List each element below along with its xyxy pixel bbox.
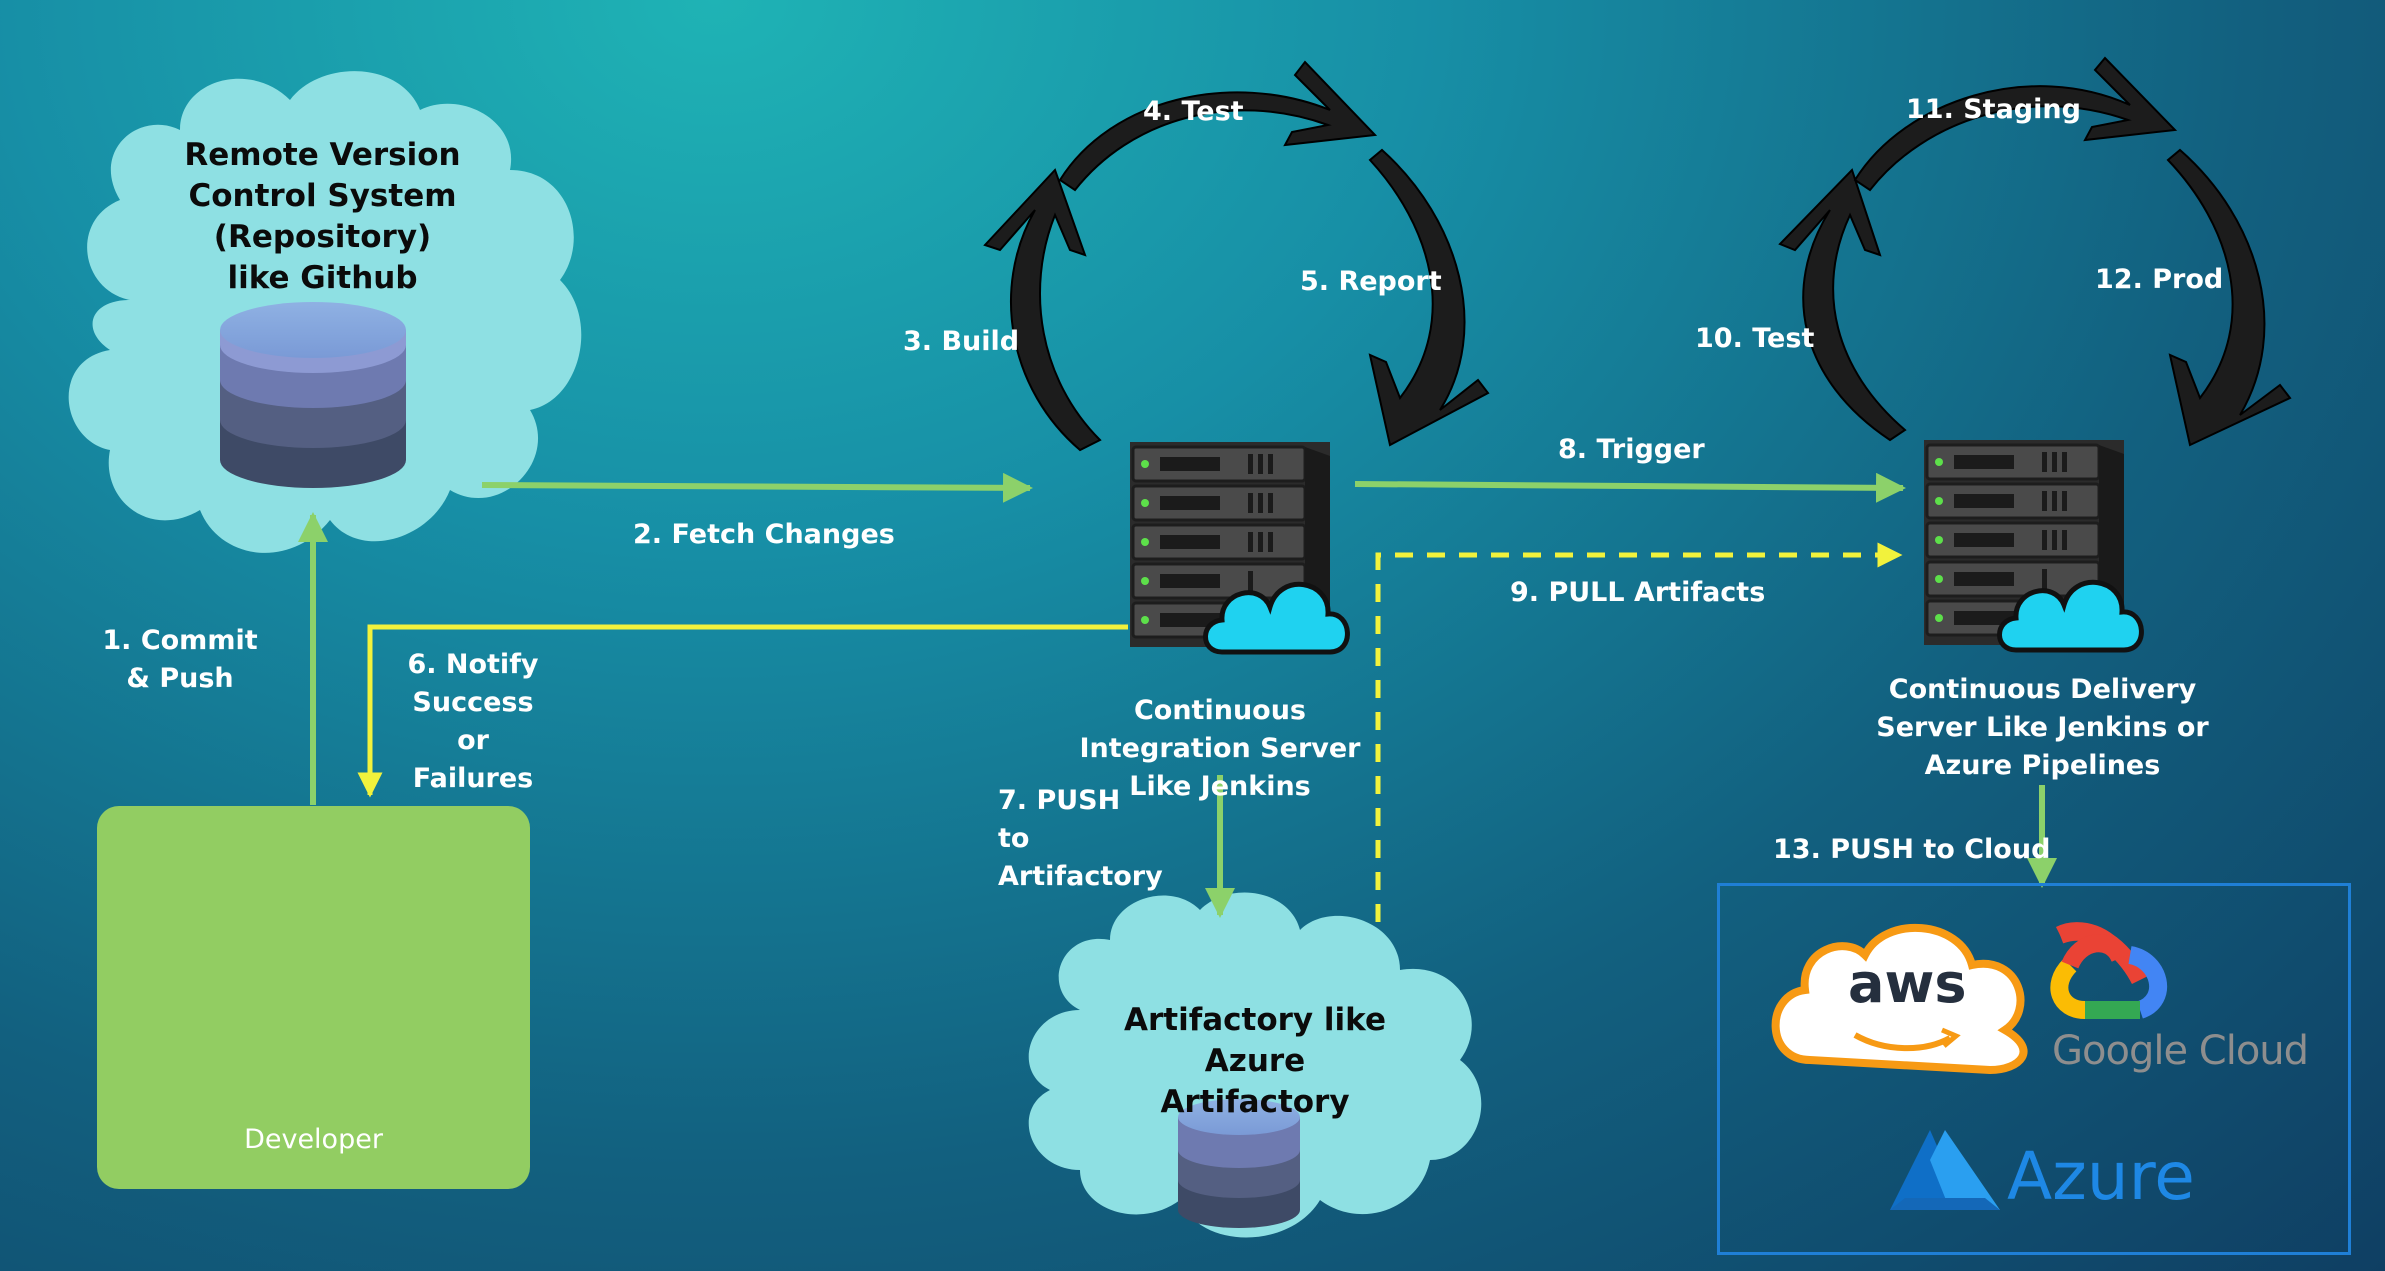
step-1-label: 1. Commit & Push: [102, 625, 258, 694]
step-10-label: 10. Test: [1695, 323, 1815, 354]
repo-title: Remote Version Control System (Repositor…: [184, 137, 461, 296]
azure-wordmark: Azure: [2007, 1138, 2195, 1215]
cloud-providers-box: [1717, 883, 2351, 1255]
ci-server-icon: [1130, 442, 1347, 652]
yellow-arrows: [357, 542, 1903, 922]
aws-logo-icon: [1771, 923, 2028, 1075]
artifactory-cloud: [1028, 892, 1482, 1238]
developer-card: Developer: [97, 806, 530, 1189]
step-6-label: 6. Notify Success or Failures: [407, 649, 539, 794]
artifactory-title: Artifactory like Azure Artifactory: [1124, 1002, 1386, 1120]
cd-cycle-arrows: [1778, 56, 2292, 447]
google-cloud-wordmark: Google Cloud: [2052, 1028, 2309, 1074]
azure-logo-icon: [1890, 1130, 2000, 1210]
step-13-label: 13. PUSH to Cloud: [1773, 834, 2051, 865]
step-8-label: 8. Trigger: [1558, 434, 1705, 465]
step-7-label: 7. PUSH to Artifactory: [998, 785, 1163, 892]
step-9-label: 9. PULL Artifacts: [1510, 577, 1766, 608]
step-2-label: 2. Fetch Changes: [633, 519, 895, 550]
aws-wordmark: aws: [1848, 952, 1967, 1015]
cd-server-label: Continuous Delivery Server Like Jenkins …: [1876, 674, 2209, 781]
artifactory-database-icon: [1178, 1099, 1300, 1228]
google-cloud-logo-icon: [2050, 922, 2167, 1019]
ci-cycle-arrows: [983, 60, 1490, 452]
step-5-label: 5. Report: [1300, 266, 1442, 297]
step-11-label: 11. Staging: [1906, 94, 2081, 125]
ci-server-label: Continuous Integration Server Like Jenki…: [1079, 695, 1361, 802]
step-12-label: 12. Prod: [2095, 264, 2224, 295]
step-3-label: 3. Build: [903, 326, 1020, 357]
repo-database-icon: [220, 302, 406, 488]
green-arrows: [298, 472, 2057, 918]
developer-label: Developer: [244, 1124, 383, 1155]
cd-server-icon: [1924, 440, 2141, 650]
step-4-label: 4. Test: [1143, 96, 1244, 127]
